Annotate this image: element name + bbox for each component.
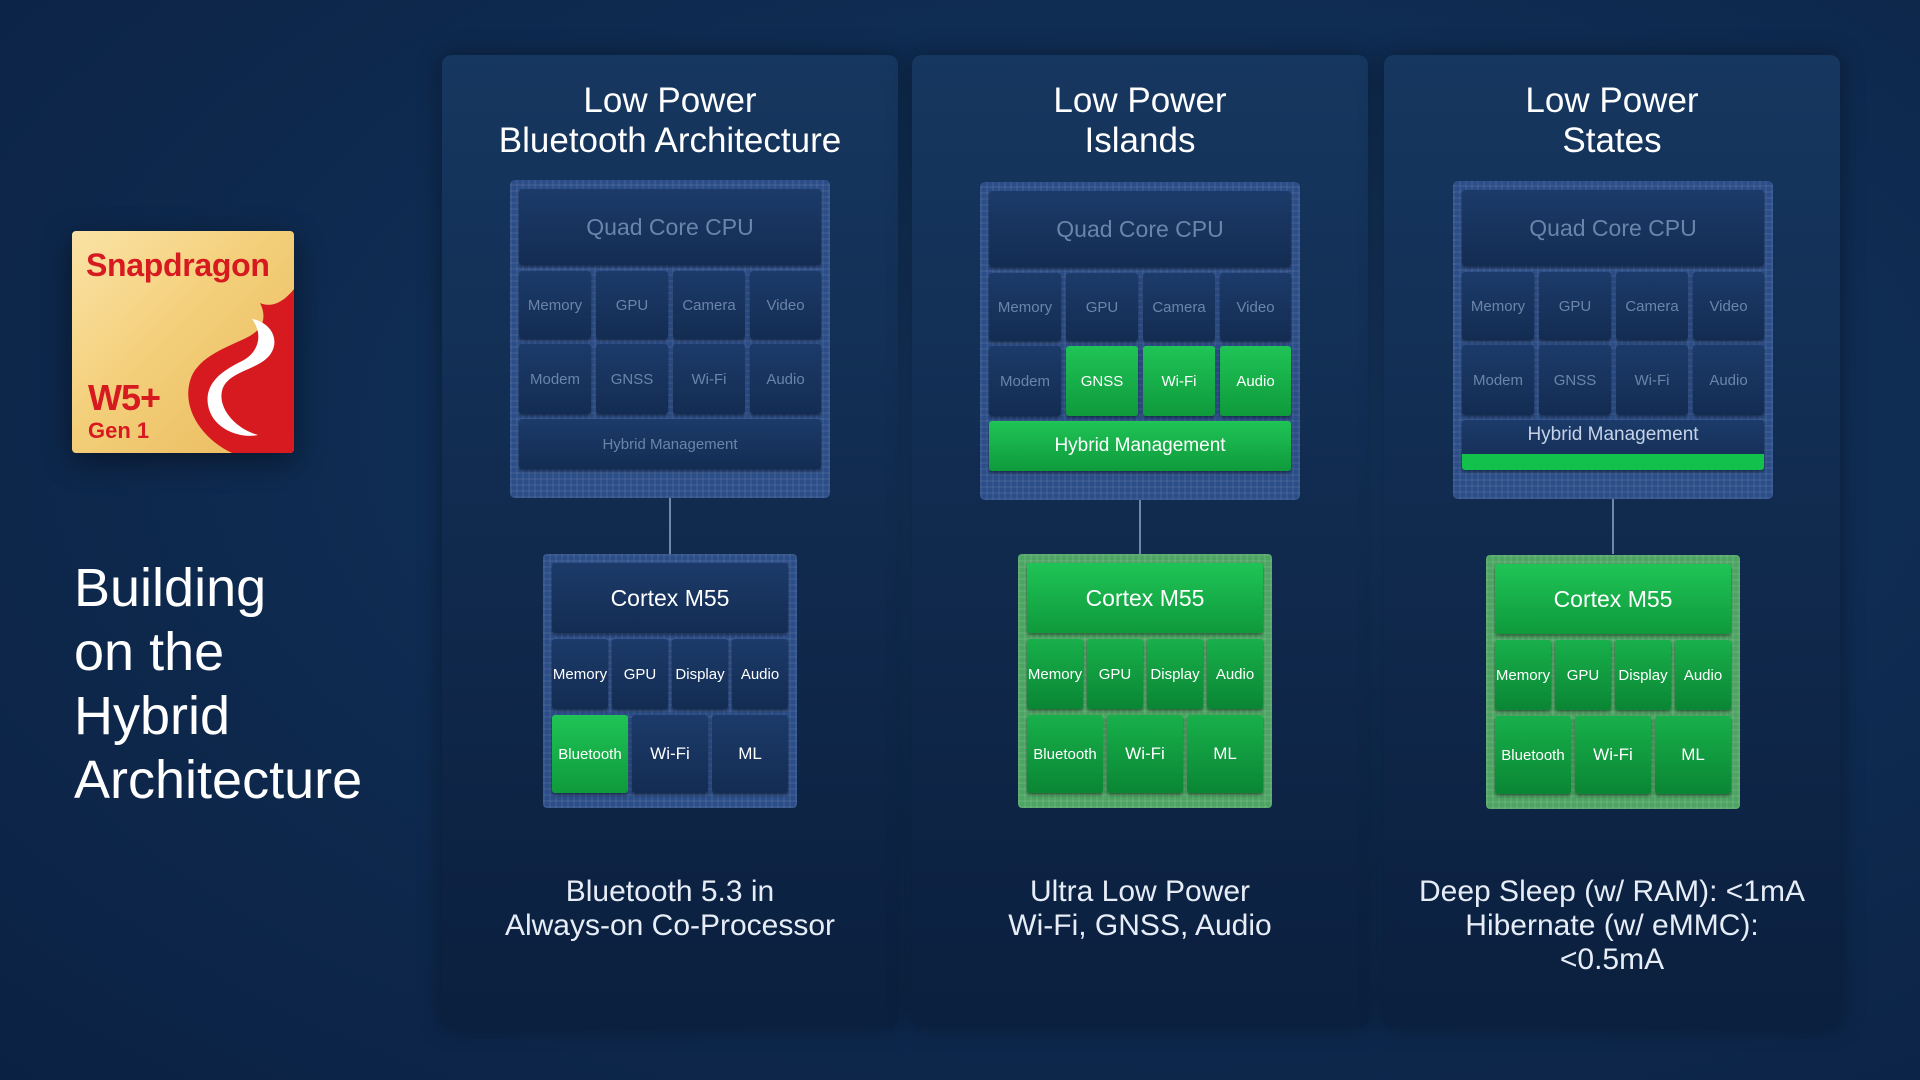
cop-ml-block: ML xyxy=(1655,716,1731,794)
cop-ml-block: ML xyxy=(1187,715,1263,793)
headline: Building on the Hybrid Architecture xyxy=(74,556,404,812)
panel-caption: Deep Sleep (w/ RAM): <1mA Hibernate (w/ … xyxy=(1384,875,1840,977)
cop-gpu-block: GPU xyxy=(1555,640,1611,710)
logo-model-text: W5+ xyxy=(88,377,161,418)
wifi-block: Wi-Fi xyxy=(1143,346,1215,416)
panel-title-line: Bluetooth Architecture xyxy=(498,121,842,160)
main-chip: Quad Core CPU Memory GPU Camera Video Mo… xyxy=(510,180,830,498)
gnss-block: GNSS xyxy=(1539,345,1611,415)
cpu-block: Quad Core CPU xyxy=(519,189,821,265)
audio-block: Audio xyxy=(1220,346,1291,416)
cop-display-block: Display xyxy=(672,639,728,709)
caption-line: Deep Sleep (w/ RAM): <1mA xyxy=(1419,875,1805,908)
camera-block: Camera xyxy=(1616,272,1688,340)
cop-ml-block: ML xyxy=(712,715,788,793)
cop-bluetooth-block: Bluetooth xyxy=(552,715,628,793)
modem-block: Modem xyxy=(1462,345,1534,415)
logo-gen-text: Gen 1 xyxy=(88,418,150,443)
panel-islands: Low Power Islands Quad Core CPU Memory G… xyxy=(912,55,1368,1027)
cop-memory-block: Memory xyxy=(1495,640,1551,710)
cop-wifi-block: Wi-Fi xyxy=(1575,716,1651,794)
video-block: Video xyxy=(1220,273,1291,341)
audio-block: Audio xyxy=(1693,345,1764,415)
hybrid-management-active-bar xyxy=(1462,454,1764,470)
cop-bluetooth-block: Bluetooth xyxy=(1027,715,1103,793)
headline-line: Building xyxy=(74,558,267,618)
cop-bluetooth-block: Bluetooth xyxy=(1495,716,1571,794)
hybrid-management-block: Hybrid Management xyxy=(989,421,1291,471)
cop-gpu-block: GPU xyxy=(1087,639,1143,709)
panel-caption: Ultra Low Power Wi-Fi, GNSS, Audio xyxy=(912,875,1368,943)
hybrid-management-label: Hybrid Management xyxy=(1527,424,1699,445)
cpu-block: Quad Core CPU xyxy=(1462,190,1764,266)
headline-line: on the xyxy=(74,622,225,682)
panel-states: Low Power States Quad Core CPU Memory GP… xyxy=(1384,55,1840,1027)
snapdragon-logo: Snapdragon W5+ Gen 1 xyxy=(72,231,294,453)
panel-title: Low Power States xyxy=(1384,81,1840,161)
cop-display-block: Display xyxy=(1615,640,1671,710)
logo-brand-text: Snapdragon xyxy=(86,247,270,283)
cop-audio-block: Audio xyxy=(1675,640,1731,710)
panel-title-line: Low Power xyxy=(1053,81,1227,120)
wifi-block: Wi-Fi xyxy=(673,344,745,414)
cop-wifi-block: Wi-Fi xyxy=(1107,715,1183,793)
memory-block: Memory xyxy=(1462,272,1534,340)
gpu-block: GPU xyxy=(1066,273,1138,341)
panel-title-line: States xyxy=(1562,121,1662,160)
caption-line: Ultra Low Power xyxy=(1029,875,1251,908)
video-block: Video xyxy=(1693,272,1764,340)
connector-line xyxy=(1139,500,1141,554)
panel-title-line: Low Power xyxy=(583,81,757,120)
cortex-m55-block: Cortex M55 xyxy=(552,563,788,633)
caption-line: Wi-Fi, GNSS, Audio xyxy=(1008,909,1272,942)
main-chip: Quad Core CPU Memory GPU Camera Video Mo… xyxy=(980,182,1300,500)
modem-block: Modem xyxy=(519,344,591,414)
cop-memory-block: Memory xyxy=(1027,639,1083,709)
memory-block: Memory xyxy=(989,273,1061,341)
main-chip: Quad Core CPU Memory GPU Camera Video Mo… xyxy=(1453,181,1773,499)
cop-display-block: Display xyxy=(1147,639,1203,709)
gnss-block: GNSS xyxy=(1066,346,1138,416)
coprocessor: Cortex M55 Memory GPU Display Audio Blue… xyxy=(1486,555,1740,809)
gpu-block: GPU xyxy=(1539,272,1611,340)
caption-line: Always-on Co-Processor xyxy=(504,909,836,942)
hybrid-management-block: Hybrid Management xyxy=(1462,420,1764,470)
cortex-m55-block: Cortex M55 xyxy=(1495,564,1731,634)
panel-title-line: Low Power xyxy=(1525,81,1699,120)
caption-line: <0.5mA xyxy=(1559,943,1665,976)
audio-block: Audio xyxy=(750,344,821,414)
panel-title: Low Power Bluetooth Architecture xyxy=(442,81,898,161)
panel-title-line: Islands xyxy=(1084,121,1196,160)
connector-line xyxy=(669,498,671,554)
panel-bluetooth-architecture: Low Power Bluetooth Architecture Quad Co… xyxy=(442,55,898,1027)
cop-wifi-block: Wi-Fi xyxy=(632,715,708,793)
video-block: Video xyxy=(750,271,821,339)
coprocessor: Cortex M55 Memory GPU Display Audio Blue… xyxy=(543,554,797,808)
cop-gpu-block: GPU xyxy=(612,639,668,709)
panel-caption: Bluetooth 5.3 in Always-on Co-Processor xyxy=(442,875,898,943)
camera-block: Camera xyxy=(1143,273,1215,341)
caption-line: Bluetooth 5.3 in xyxy=(565,875,775,908)
coprocessor: Cortex M55 Memory GPU Display Audio Blue… xyxy=(1018,554,1272,808)
cop-memory-block: Memory xyxy=(552,639,608,709)
cop-audio-block: Audio xyxy=(1207,639,1263,709)
connector-line xyxy=(1612,499,1614,554)
cortex-m55-block: Cortex M55 xyxy=(1027,563,1263,633)
modem-block: Modem xyxy=(989,346,1061,416)
gnss-block: GNSS xyxy=(596,344,668,414)
caption-line: Hibernate (w/ eMMC): xyxy=(1465,909,1759,942)
panel-title: Low Power Islands xyxy=(912,81,1368,161)
wifi-block: Wi-Fi xyxy=(1616,345,1688,415)
cpu-block: Quad Core CPU xyxy=(989,191,1291,267)
headline-line: Architecture xyxy=(74,750,363,810)
hybrid-management-block: Hybrid Management xyxy=(519,419,821,469)
camera-block: Camera xyxy=(673,271,745,339)
gpu-block: GPU xyxy=(596,271,668,339)
memory-block: Memory xyxy=(519,271,591,339)
snapdragon-mark-icon xyxy=(188,289,294,453)
cop-audio-block: Audio xyxy=(732,639,788,709)
headline-line: Hybrid xyxy=(74,686,231,746)
